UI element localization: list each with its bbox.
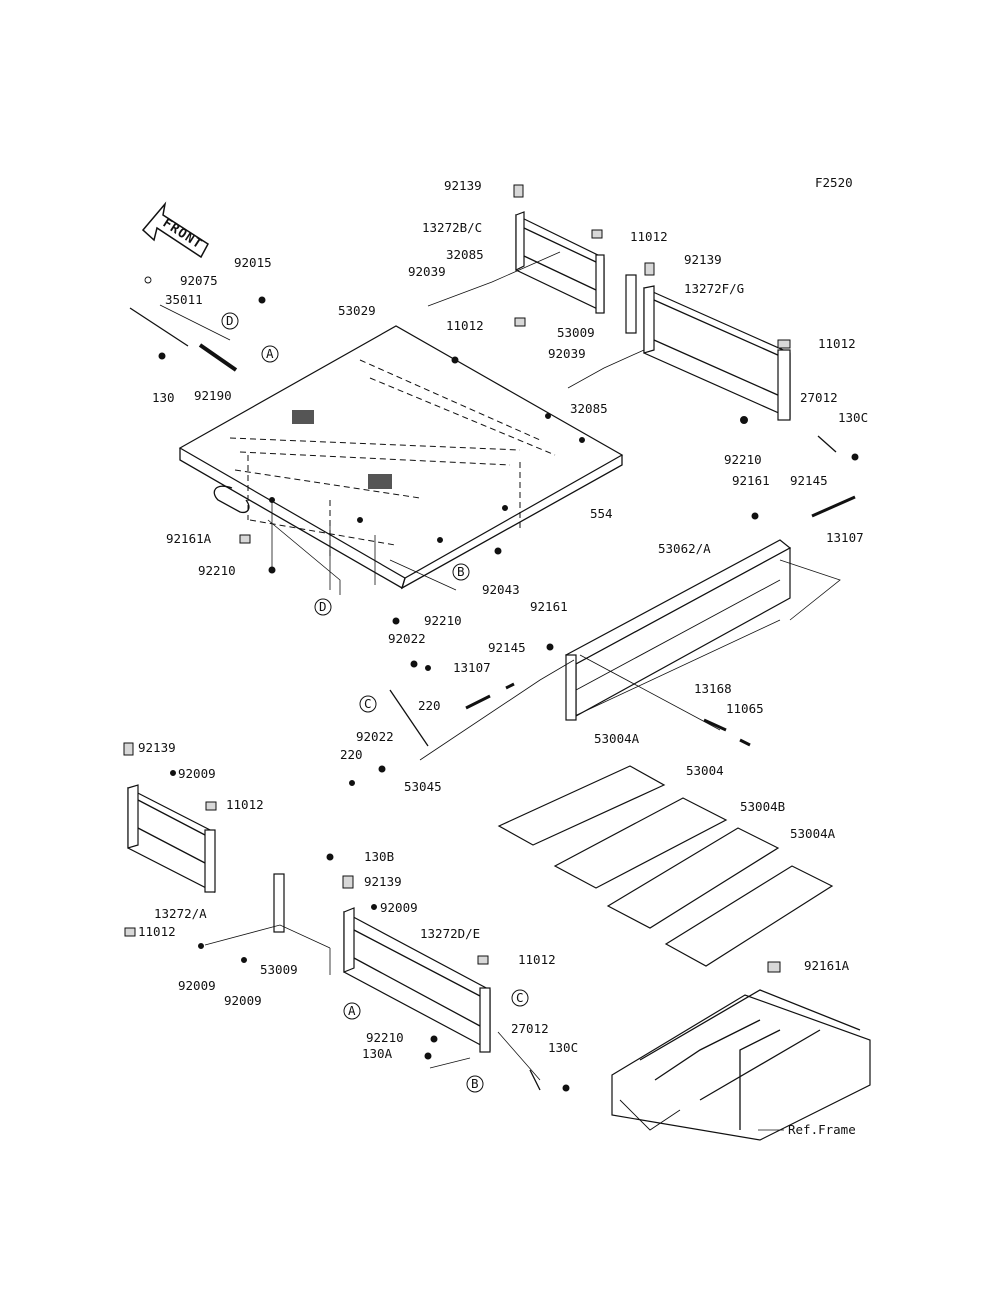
part-label: 27012	[800, 390, 838, 405]
part-label: 53004A	[594, 731, 640, 746]
svg-text:D: D	[319, 599, 327, 614]
callout-b-mid: B	[452, 563, 470, 581]
svg-text:C: C	[516, 990, 524, 1005]
bracket-lower	[273, 873, 285, 933]
part-label: 92210	[724, 452, 762, 467]
part-label: 92039	[548, 346, 586, 361]
part-label: 92039	[408, 264, 446, 279]
part-label: 92022	[356, 729, 394, 744]
part-label: 92022	[388, 631, 426, 646]
part-label: 92009	[178, 766, 216, 781]
callout-d-top: D	[221, 312, 239, 330]
side-gate-right	[643, 262, 791, 424]
part-label: 53004	[686, 763, 724, 778]
part-label: 92145	[488, 640, 526, 655]
part-label: 32085	[446, 247, 484, 262]
fasteners	[129, 276, 859, 1092]
cargo-bed-panel	[178, 325, 624, 595]
bracket-upper	[625, 274, 637, 334]
tail-gate	[564, 539, 792, 721]
part-label: 92009	[380, 900, 418, 915]
svg-text:B: B	[457, 564, 465, 579]
part-label: 92075	[180, 273, 218, 288]
part-label: 53009	[557, 325, 595, 340]
side-gate-lower-right	[342, 875, 491, 1053]
reference-frame	[611, 961, 871, 1141]
part-label: 53045	[404, 779, 442, 794]
stay-rod	[389, 689, 429, 747]
part-label: 53062/A	[658, 541, 711, 556]
callout-c-low: C	[511, 989, 529, 1007]
part-label: 92043	[482, 582, 520, 597]
part-label: 11012	[818, 336, 856, 351]
part-label: 53004A	[790, 826, 836, 841]
callout-a-top: A	[261, 345, 279, 363]
part-label: 92145	[790, 473, 828, 488]
part-label: 130A	[362, 1046, 393, 1061]
part-label: 92161	[530, 599, 568, 614]
part-label: 13272F/G	[684, 281, 744, 296]
part-label: 220	[418, 698, 441, 713]
part-label: 130B	[364, 849, 394, 864]
part-label: 27012	[511, 1021, 549, 1036]
part-label: 130C	[838, 410, 868, 425]
part-label: 53009	[260, 962, 298, 977]
figure-code: F2520	[815, 175, 853, 190]
part-label: 130	[152, 390, 175, 405]
part-label: 11012	[630, 229, 668, 244]
part-label: 53029	[338, 303, 376, 318]
part-label: 13107	[453, 660, 491, 675]
part-label: 32085	[570, 401, 608, 416]
part-label: 92015	[234, 255, 272, 270]
part-label: 220	[340, 747, 363, 762]
svg-text:B: B	[471, 1076, 479, 1091]
part-label: 92161A	[166, 531, 212, 546]
part-label: 92210	[424, 613, 462, 628]
part-label: 11012	[518, 952, 556, 967]
part-label: 13272D/E	[420, 926, 480, 941]
part-label: 11065	[726, 701, 764, 716]
part-label: 53004B	[740, 799, 785, 814]
part-label: 554	[590, 506, 613, 521]
part-label: 92139	[364, 874, 402, 889]
svg-text:C: C	[364, 696, 372, 711]
part-label: 92009	[178, 978, 216, 993]
part-label: 13272/A	[154, 906, 207, 921]
front-arrow-icon: FRONT	[141, 201, 209, 259]
part-label: 92009	[224, 993, 262, 1008]
ref-frame-label: Ref.Frame	[788, 1122, 856, 1137]
part-label: 92210	[366, 1030, 404, 1045]
part-label: 11012	[226, 797, 264, 812]
part-label: 92161	[732, 473, 770, 488]
part-label: 92139	[444, 178, 482, 193]
part-label: 92139	[138, 740, 176, 755]
part-label: 92161A	[804, 958, 850, 973]
part-label: 13272B/C	[422, 220, 482, 235]
callout-markers: A D B D C A C B	[221, 312, 529, 1093]
side-gate-upper	[513, 184, 605, 327]
svg-text:A: A	[348, 1003, 356, 1018]
callout-d-mid: D	[314, 598, 332, 616]
part-label: 13168	[694, 681, 732, 696]
floor-plates	[497, 765, 834, 967]
leader-lines	[159, 251, 841, 1081]
callout-c-mid: C	[359, 695, 377, 713]
part-label: 35011	[165, 292, 203, 307]
callout-b-low: B	[466, 1075, 484, 1093]
part-label: 92139	[684, 252, 722, 267]
callout-a-low: A	[343, 1002, 361, 1020]
part-label: 130C	[548, 1040, 578, 1055]
part-labels: 92139 13272B/C 11012 92139 32085 92039 1…	[138, 178, 868, 1061]
svg-text:A: A	[266, 346, 274, 361]
svg-text:D: D	[226, 313, 234, 328]
part-label: 92210	[198, 563, 236, 578]
part-label: 11012	[138, 924, 176, 939]
part-label: 92190	[194, 388, 232, 403]
part-label: 13107	[826, 530, 864, 545]
part-label: 11012	[446, 318, 484, 333]
side-gate-lower-left	[123, 742, 217, 937]
